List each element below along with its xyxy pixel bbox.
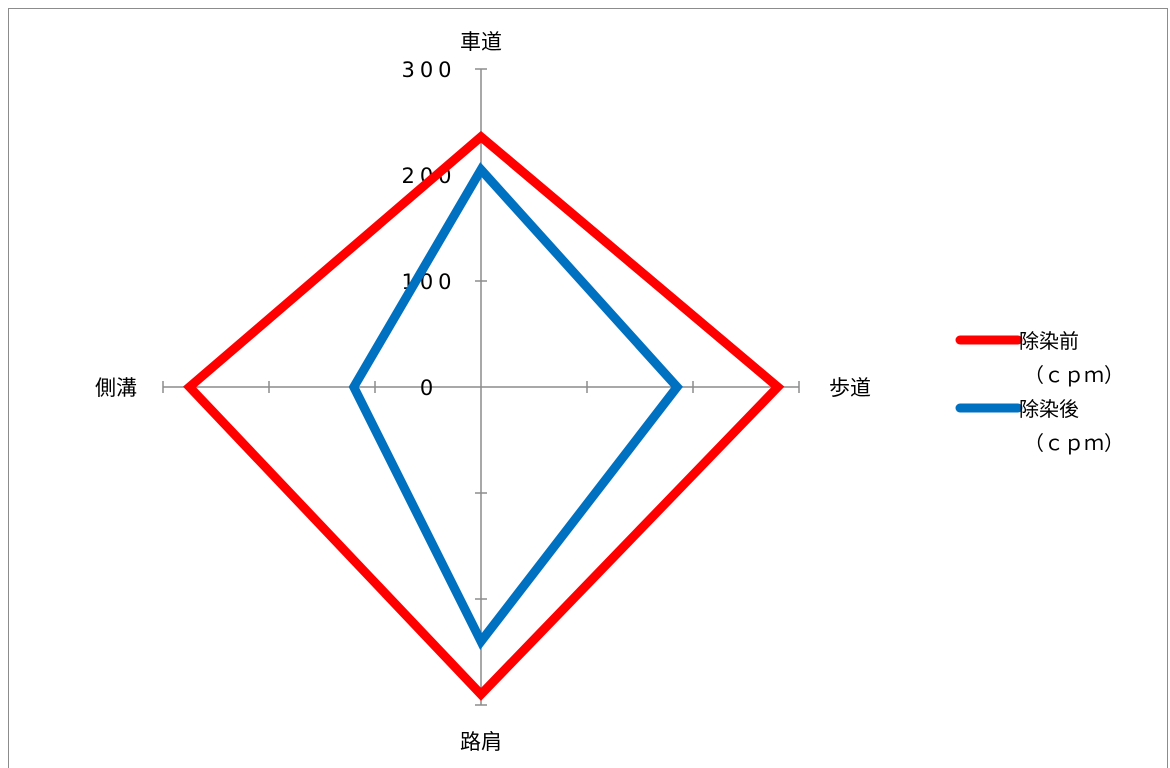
legend-label-0: 除染前 [1019,329,1079,353]
category-label-2: 路肩 [460,730,502,754]
series-line-0 [182,130,785,701]
legend-unit-1: （ｃｐｍ） [1024,431,1124,455]
category-label-3: 側溝 [95,376,137,400]
legend-unit-0: （ｃｐｍ） [1024,363,1124,387]
category-label-1: 歩道 [829,376,871,400]
chart-frame [8,8,1168,768]
series-line-1 [348,162,683,650]
tick-label-300: 300 [401,58,456,82]
radar-axes [162,68,800,706]
tick-label-0: 0 [420,376,438,400]
legend: 除染前 （ｃｐｍ） 除染後 （ｃｐｍ） [955,329,1124,455]
category-label-0: 車道 [460,30,502,54]
series-group [182,130,785,701]
legend-label-1: 除染後 [1019,397,1079,421]
